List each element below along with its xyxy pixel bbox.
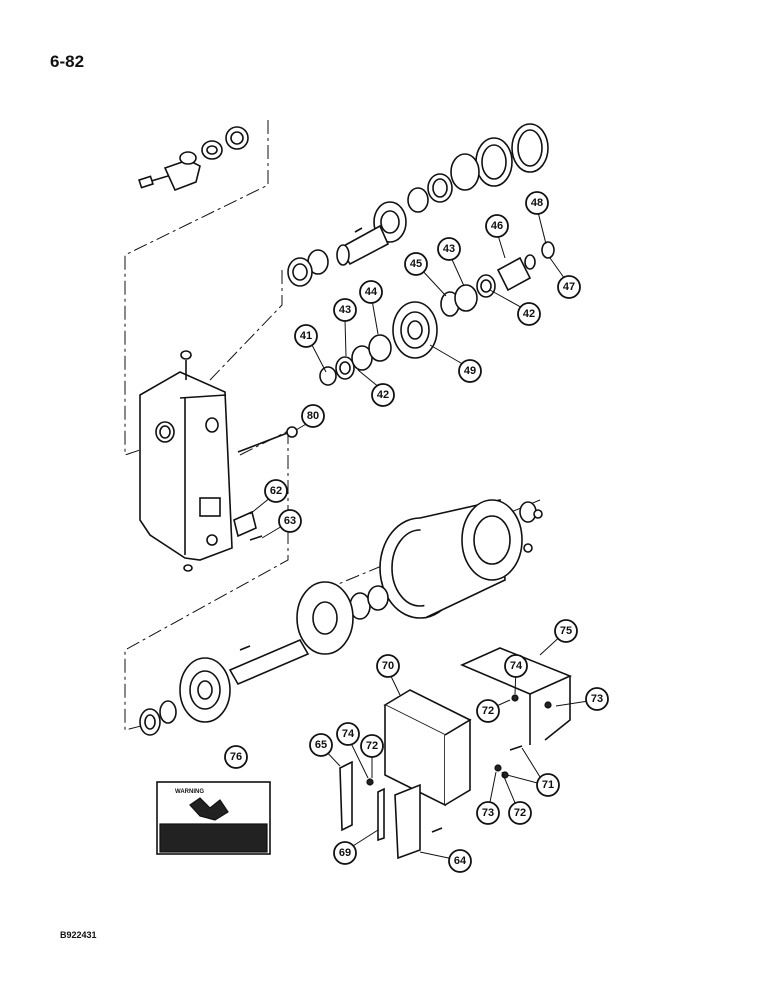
callout-47: 47 <box>557 275 581 299</box>
callout-76: 76 <box>224 745 248 769</box>
callout-45: 45 <box>404 252 428 276</box>
callout-41: 41 <box>294 324 318 348</box>
callout-44: 44 <box>359 280 383 304</box>
bolt-80 <box>237 426 298 453</box>
callout-71: 71 <box>536 773 560 797</box>
svg-text:74: 74 <box>342 728 355 740</box>
output-hub-housing <box>379 499 543 619</box>
shim-disc <box>296 581 354 655</box>
svg-text:42: 42 <box>377 389 389 401</box>
svg-text:73: 73 <box>482 807 494 819</box>
callout-69: 69 <box>333 841 357 865</box>
svg-text:72: 72 <box>366 740 378 752</box>
alignment-line-top <box>124 120 269 456</box>
svg-text:72: 72 <box>514 807 526 819</box>
callout-62: 62 <box>264 479 288 503</box>
callout-43: 43 <box>333 298 357 322</box>
svg-text:45: 45 <box>410 258 422 270</box>
callout-73: 73 <box>585 687 609 711</box>
svg-text:47: 47 <box>563 281 575 293</box>
svg-text:63: 63 <box>284 515 296 527</box>
svg-text:42: 42 <box>523 308 535 320</box>
svg-text:80: 80 <box>307 410 319 422</box>
callout-72: 72 <box>508 801 532 825</box>
svg-text:43: 43 <box>339 304 351 316</box>
decal-heading: WARNING <box>175 789 204 795</box>
callout-73: 73 <box>476 801 500 825</box>
callout-72: 72 <box>476 699 500 723</box>
svg-text:41: 41 <box>300 330 312 342</box>
callout-72: 72 <box>360 734 384 758</box>
upper-shaft-train <box>287 123 549 287</box>
callout-42: 42 <box>371 383 395 407</box>
svg-text:62: 62 <box>270 485 282 497</box>
callout-43: 43 <box>437 237 461 261</box>
callout-49: 49 <box>458 359 482 383</box>
svg-text:65: 65 <box>315 739 327 751</box>
callout-46: 46 <box>485 214 509 238</box>
alignment-line-bolt <box>239 429 291 456</box>
hub-bearings <box>349 585 389 620</box>
callout-64: 64 <box>448 849 472 873</box>
alignment-line-shaft <box>209 270 283 381</box>
input-yoke-assembly <box>138 126 249 192</box>
svg-text:48: 48 <box>531 197 543 209</box>
strip-69 <box>377 787 385 842</box>
svg-text:46: 46 <box>491 220 503 232</box>
svg-text:72: 72 <box>482 705 494 717</box>
svg-text:69: 69 <box>339 847 351 859</box>
bracket-65 <box>339 760 353 832</box>
callout-70: 70 <box>376 654 400 678</box>
svg-text:49: 49 <box>464 365 476 377</box>
cover-plate-62 <box>233 510 263 541</box>
svg-text:76: 76 <box>230 751 242 763</box>
callout-65: 65 <box>309 733 333 757</box>
svg-text:74: 74 <box>510 660 523 672</box>
figure-code: B922431 <box>60 930 97 940</box>
svg-text:43: 43 <box>443 243 455 255</box>
callout-74: 74 <box>336 722 360 746</box>
bracket-64 <box>394 783 421 860</box>
intermediate-gear-group <box>319 241 555 386</box>
gearbox-housing <box>139 350 233 572</box>
svg-text:44: 44 <box>365 286 378 298</box>
output-shaft-assembly <box>139 638 310 736</box>
callout-63: 63 <box>278 509 302 533</box>
callout-75: 75 <box>554 619 578 643</box>
svg-text:71: 71 <box>542 779 554 791</box>
page-number: 6-82 <box>50 52 85 71</box>
shield-70 <box>383 689 472 807</box>
callout-80: 80 <box>301 404 325 428</box>
svg-text:73: 73 <box>591 693 603 705</box>
callout-48: 48 <box>525 191 549 215</box>
svg-text:70: 70 <box>382 660 394 672</box>
callout-42: 42 <box>517 302 541 326</box>
svg-text:75: 75 <box>560 625 572 637</box>
warning-decal-76: WARNING <box>156 781 271 855</box>
svg-text:64: 64 <box>454 855 467 867</box>
callout-74: 74 <box>504 654 528 678</box>
